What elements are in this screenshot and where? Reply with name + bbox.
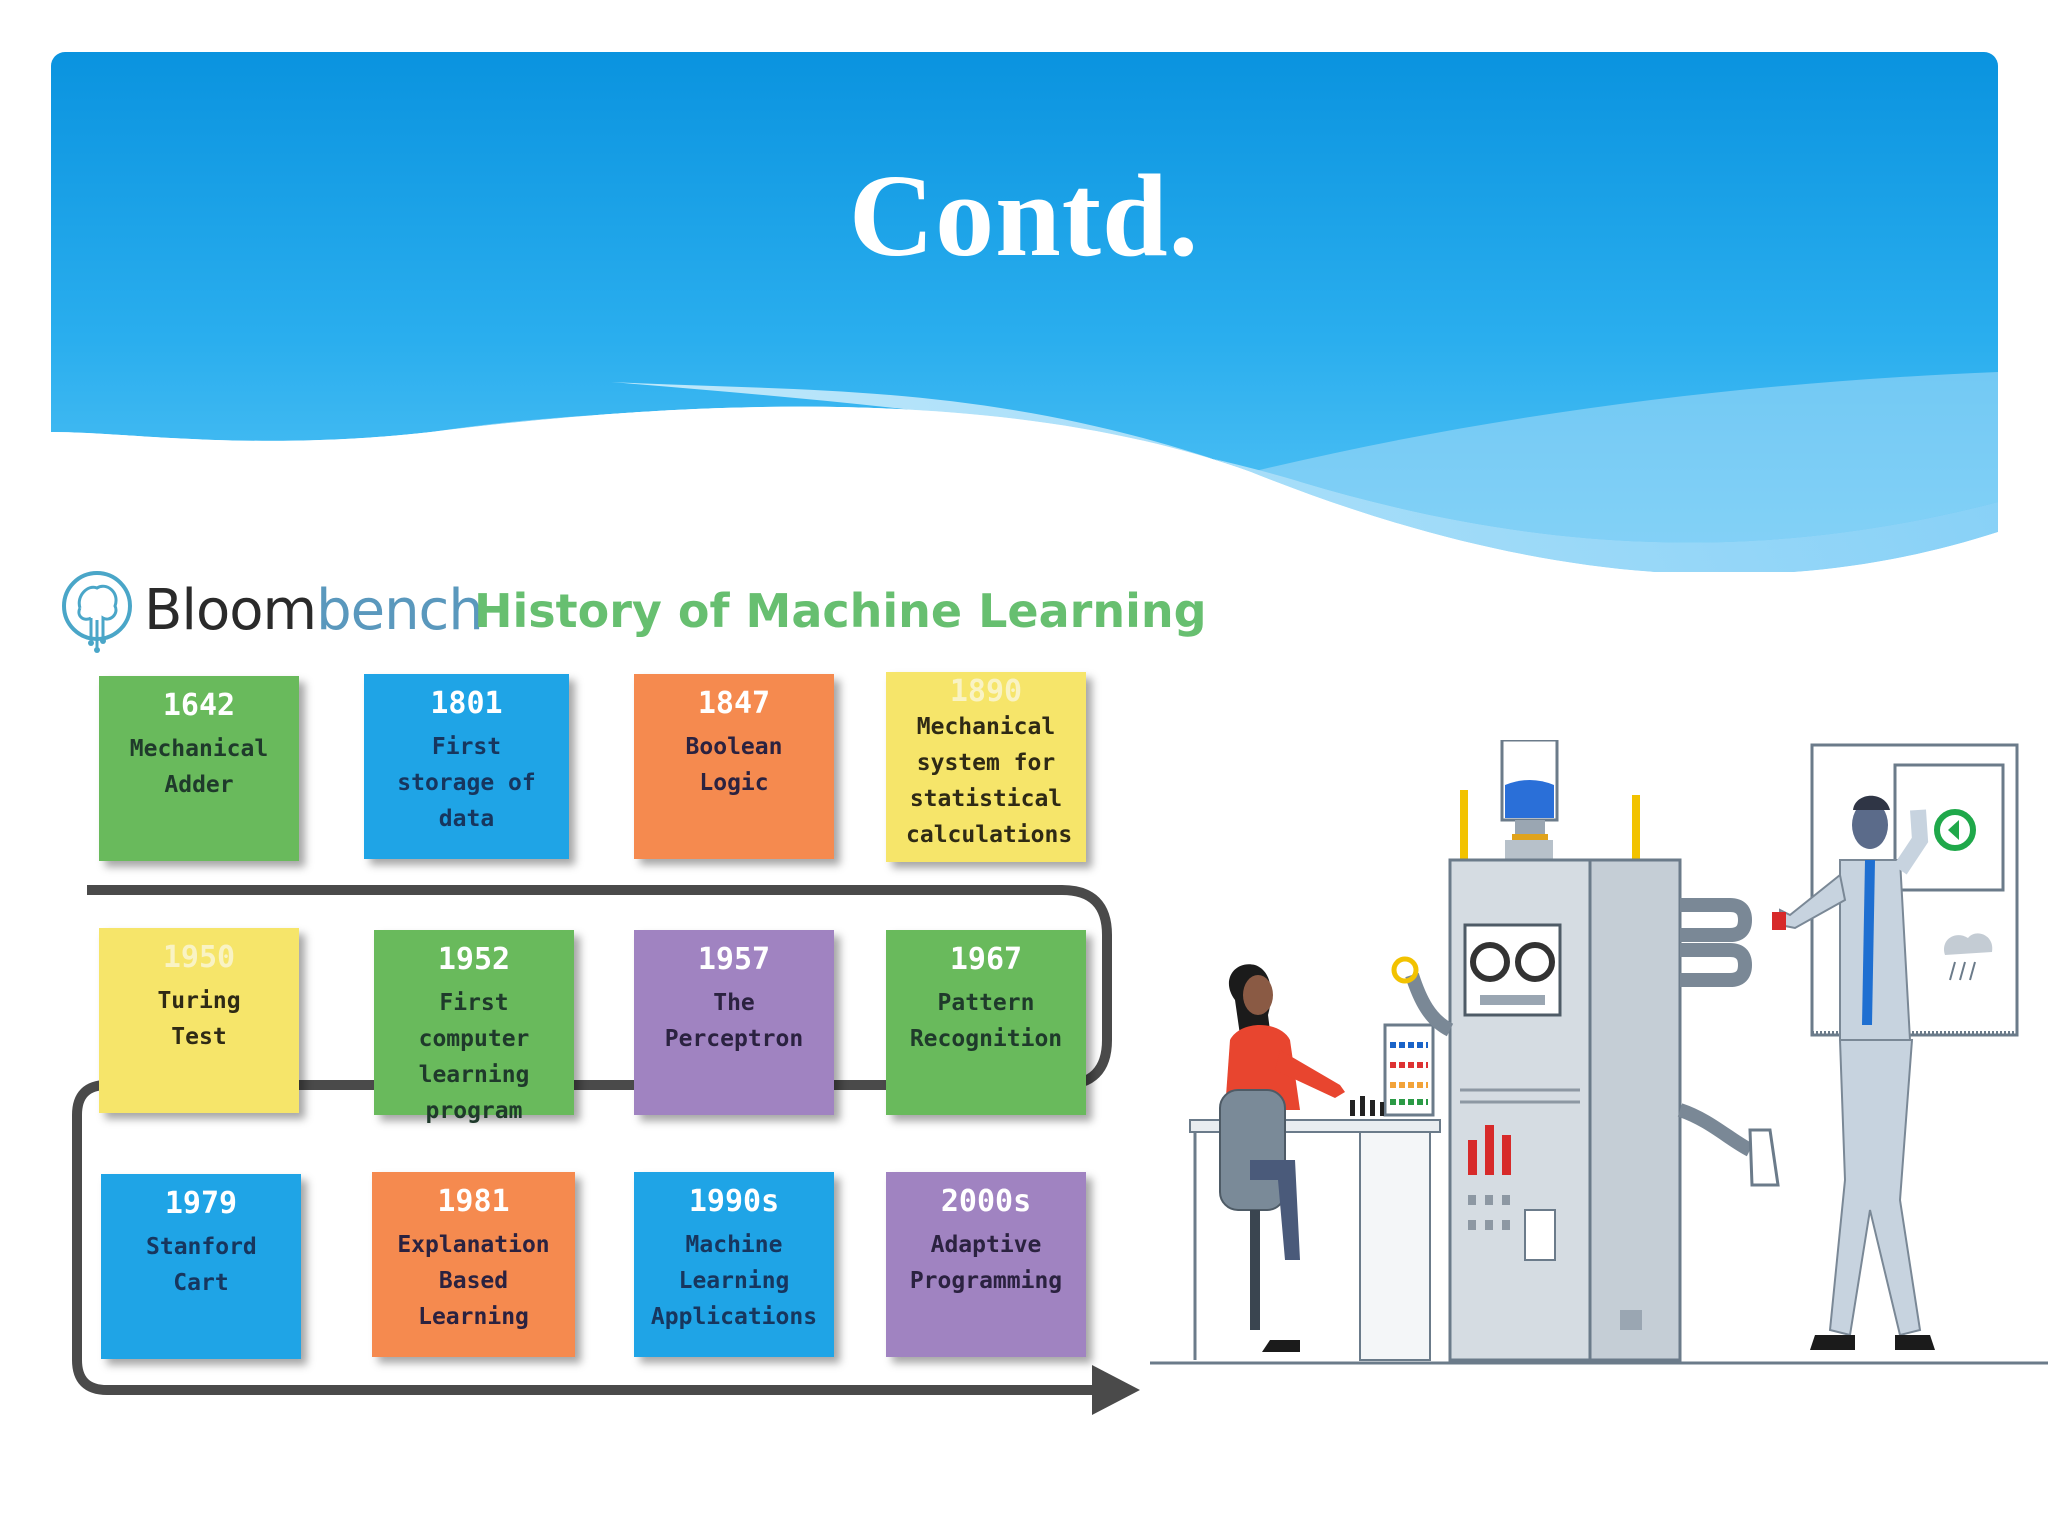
card-text: The Perceptron [664,990,804,1052]
banner-background [51,52,1998,572]
card-text: First storage of data [397,734,536,832]
timeline-card: 1967 Pattern Recognition [886,930,1086,1115]
card-year: 1642 [162,688,236,723]
computing-machine [1448,740,1682,1362]
card-year: 1990s [688,1184,780,1219]
card-text: Machine Learning Applications [650,1232,818,1330]
card-text: Boolean Logic [685,734,783,796]
card-year: 1957 [697,942,771,977]
brand-name-prefix: Bloom [144,578,317,643]
timeline-card: 1847 Boolean Logic [634,674,834,859]
infographic-heading: History of Machine Learning [474,584,1207,638]
timeline-card: 1890 Mechanical system for statistical c… [886,672,1086,862]
gear-icon [1391,956,1419,984]
brand-name-suffix: bench [316,578,484,643]
timeline-card: 1642 Mechanical Adder [99,676,299,861]
card-text: Stanford Cart [146,1234,257,1296]
card-year: 1950 [162,940,236,975]
coffee-pot-icon [1748,1128,1780,1187]
timeline-card: 1981 Explanation Based Learning [372,1172,575,1357]
header-banner [51,52,1998,572]
woman-figure [1219,964,1345,1352]
timeline-card: 1950 Turing Test [99,928,299,1113]
man-figure [1772,795,1935,1350]
abacus-icon [1383,1023,1435,1117]
card-text: Mechanical Adder [129,736,269,798]
card-year: 1967 [949,942,1023,977]
brand-name: Bloombench [144,578,484,643]
card-text: Turing Test [157,988,241,1050]
ml-history-infographic: Bloombench History of Machine Learning 1… [52,560,1207,1430]
card-year: 1952 [437,942,511,977]
card-year: 1847 [697,686,771,721]
card-text: Explanation Based Learning [397,1232,550,1330]
timeline-card: 1979 Stanford Cart [101,1174,301,1359]
slide-title: Contd. [848,150,1200,281]
card-year: 1981 [437,1184,510,1219]
timeline-card: 1990s Machine Learning Applications [634,1172,834,1357]
chess-pieces-icon [1350,1096,1384,1116]
robot-arms [1405,898,1754,1157]
brain-tree-icon [62,571,132,653]
card-text: First computer learning program [418,990,530,1124]
card-text: Mechanical system for statistical calcul… [906,714,1073,848]
timeline-card: 2000s Adaptive Programming [886,1172,1086,1357]
timeline-card: 1952 First computer learning program [374,930,574,1124]
card-text: Pattern Recognition [909,990,1063,1052]
timeline-card: 1957 The Perceptron [634,930,834,1115]
card-year: 1890 [949,674,1023,709]
timeline-card: 1801 First storage of data [364,674,569,859]
card-text: Adaptive Programming [909,1232,1063,1294]
card-year: 2000s [940,1184,1032,1219]
machine-learning-lab-illustration [1150,740,2048,1365]
card-year: 1979 [164,1186,238,1221]
card-year: 1801 [430,686,503,721]
